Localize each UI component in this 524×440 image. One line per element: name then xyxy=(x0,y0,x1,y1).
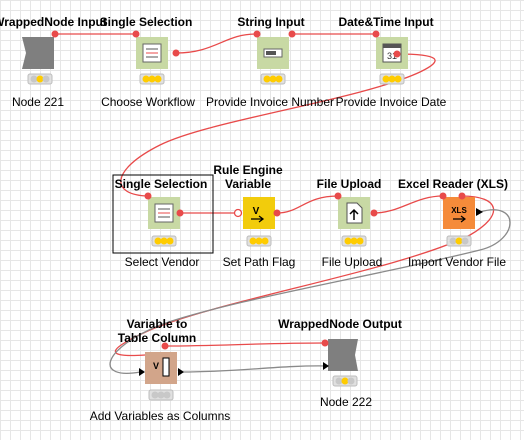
node-select-vendor[interactable]: Single Selection Select Vendor xyxy=(112,174,214,269)
node-label: Set Path Flag xyxy=(223,255,296,269)
status-traffic-light xyxy=(27,73,53,85)
status-traffic-light xyxy=(151,235,177,247)
node-body[interactable] xyxy=(145,352,177,384)
node-file-upload[interactable]: File Upload File Upload xyxy=(317,177,383,269)
variable-to-table-icon: V xyxy=(153,357,170,377)
node-title: String Input xyxy=(237,15,304,29)
node-label: Node 221 xyxy=(12,95,64,109)
string-input-icon xyxy=(263,48,283,58)
status-traffic-light xyxy=(246,235,272,247)
node-title: File Upload xyxy=(317,177,382,191)
node-provide-invoice-number[interactable]: String Input Provide Invoice Number xyxy=(206,15,334,109)
connection[interactable] xyxy=(181,365,329,373)
node-label: Import Vendor File xyxy=(408,255,506,269)
status-traffic-light xyxy=(332,375,358,387)
variable-out-port[interactable] xyxy=(393,50,401,58)
node-provide-invoice-date[interactable]: Date&Time Input 31 Provide Invoice Date xyxy=(336,15,447,109)
connection[interactable] xyxy=(175,33,257,54)
node-title: Excel Reader (XLS) xyxy=(398,177,508,191)
variable-in-port[interactable] xyxy=(372,30,380,38)
node-label: Provide Invoice Date xyxy=(336,95,447,109)
connection[interactable] xyxy=(120,53,436,197)
variable-in-port[interactable] xyxy=(321,339,329,347)
variable-in-port[interactable] xyxy=(334,192,342,200)
node-body[interactable] xyxy=(243,197,275,229)
node-222[interactable]: WrappedNode Output Node 222 xyxy=(278,317,402,409)
svg-text:XLS: XLS xyxy=(451,206,467,215)
connection[interactable] xyxy=(373,195,444,214)
svg-text:31: 31 xyxy=(387,51,397,61)
variable-in-port[interactable] xyxy=(439,192,447,200)
rule-engine-variable-icon: V xyxy=(251,206,265,223)
node-import-vendor-file[interactable]: Excel Reader (XLS) XLS Import Vendor Fil… xyxy=(398,177,508,269)
node-label: File Upload xyxy=(322,255,383,269)
node-title: Date&Time Input xyxy=(338,15,433,29)
connection[interactable] xyxy=(114,195,495,357)
variable-in-port[interactable] xyxy=(144,192,152,200)
variable-in-port[interactable] xyxy=(253,30,261,38)
node-title: Single Selection xyxy=(100,15,193,29)
connection[interactable] xyxy=(109,209,511,374)
node-label: Select Vendor xyxy=(125,255,200,269)
single-selection-icon xyxy=(142,43,162,63)
connection[interactable] xyxy=(276,195,339,214)
calendar-icon: 31 xyxy=(382,43,402,63)
node-title: WrappedNode Output xyxy=(278,317,402,331)
svg-text:V: V xyxy=(253,206,260,217)
status-traffic-light xyxy=(148,389,174,401)
status-traffic-light xyxy=(379,73,405,85)
variable-in-port[interactable] xyxy=(132,30,140,38)
variable-out-port[interactable] xyxy=(172,49,180,57)
single-selection-icon xyxy=(154,203,174,223)
variable-port[interactable] xyxy=(161,342,169,350)
status-traffic-light xyxy=(446,235,472,247)
data-out-port[interactable] xyxy=(178,368,184,376)
wrapped-node-output-icon xyxy=(328,339,358,371)
connection[interactable] xyxy=(164,342,326,347)
excel-reader-icon: XLS xyxy=(451,206,467,223)
status-traffic-light xyxy=(139,73,165,85)
variable-out-port[interactable] xyxy=(273,209,281,217)
variable-out-port[interactable] xyxy=(458,192,466,200)
selection-frame xyxy=(112,174,214,254)
variable-out-port[interactable] xyxy=(370,209,378,217)
status-traffic-light xyxy=(341,235,367,247)
node-label: Choose Workflow xyxy=(101,95,195,109)
variable-out-port[interactable] xyxy=(288,30,296,38)
variable-out-port[interactable] xyxy=(176,209,184,217)
file-upload-icon xyxy=(346,202,363,224)
svg-text:V: V xyxy=(153,361,159,371)
connections xyxy=(56,33,511,374)
node-body[interactable] xyxy=(443,197,475,229)
node-221[interactable]: WrappedNode Input Node 221 xyxy=(0,15,107,109)
node-choose-workflow[interactable]: Single Selection Choose Workflow xyxy=(100,15,196,109)
variable-out-port[interactable] xyxy=(51,30,59,38)
data-in-port[interactable] xyxy=(323,362,329,370)
status-traffic-light xyxy=(260,73,286,85)
node-title: Single Selection xyxy=(115,177,208,191)
node-label: Provide Invoice Number xyxy=(206,95,334,109)
wrapped-node-input-icon xyxy=(22,37,54,69)
node-label: Node 222 xyxy=(320,395,372,409)
data-out-port[interactable] xyxy=(476,208,483,216)
data-in-port[interactable] xyxy=(139,368,145,376)
node-title: WrappedNode Input xyxy=(0,15,107,29)
node-label: Add Variables as Columns xyxy=(90,409,231,423)
variable-in-port[interactable] xyxy=(233,208,243,218)
